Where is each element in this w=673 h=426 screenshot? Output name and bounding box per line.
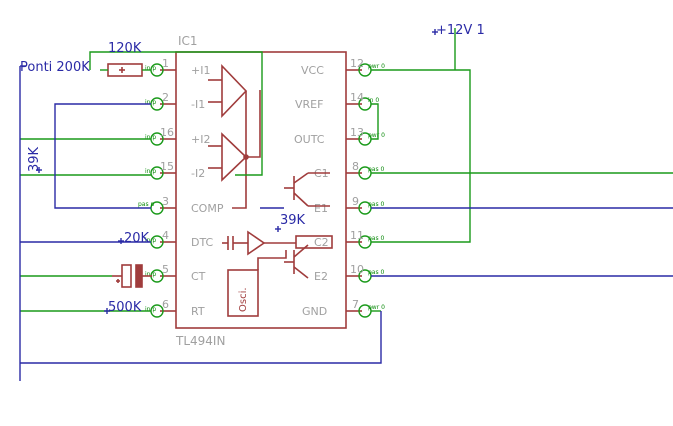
net-tag: in p	[145, 168, 156, 175]
pin-label-i1-plus: +I1	[191, 64, 210, 77]
net-tag: pas 0	[368, 235, 385, 242]
pin-num-7: 7	[352, 298, 359, 311]
chip-part: TL494IN	[175, 334, 225, 348]
pin-circles	[150, 63, 372, 318]
net-tag: pas p	[138, 201, 155, 208]
pin-num-16: 16	[160, 126, 174, 139]
net-tag: in p	[145, 134, 156, 141]
label-39k-left: 39K	[27, 146, 42, 172]
pin-label-c2: C2	[314, 236, 329, 249]
net-tag: in p	[145, 99, 156, 106]
resistor-120k-symbol	[107, 63, 143, 77]
pin-num-5: 5	[162, 263, 169, 276]
label-ponti: Ponti 200K	[20, 60, 90, 75]
net-tag: in p	[145, 306, 156, 313]
pin-num-11: 11	[350, 229, 364, 242]
pin-num-15: 15	[160, 160, 174, 173]
net-tag: pas 0	[368, 201, 385, 208]
pin-num-4: 4	[162, 229, 169, 242]
pin-label-vcc: VCC	[301, 64, 324, 77]
pin-label-e1: E1	[314, 202, 328, 215]
blue-wires	[19, 29, 673, 381]
net-tag: pas 0	[368, 269, 385, 276]
label-500k: 500K	[108, 300, 142, 315]
label-39k-mid: 39K	[280, 213, 306, 228]
ic1-body	[175, 51, 347, 329]
net-tag: pwr 0	[368, 304, 385, 311]
pin-label-rt: RT	[191, 305, 205, 318]
net-tag: in 0	[368, 97, 379, 104]
pin-num-12: 12	[350, 57, 364, 70]
osc-link	[257, 250, 287, 270]
pin-num-9: 9	[352, 195, 359, 208]
oscillator-block	[227, 269, 259, 317]
pin-num-10: 10	[350, 263, 364, 276]
pin-num-1: 1	[162, 57, 169, 70]
transistor-q2	[284, 244, 309, 279]
pin-label-outc: OUTC	[294, 133, 325, 146]
net-tag: pas 0	[368, 166, 385, 173]
label-12v: +12V 1	[436, 23, 485, 38]
net-tag: in p	[145, 271, 156, 278]
label-20k: 20K	[124, 231, 150, 246]
pin-num-2: 2	[162, 91, 169, 104]
pin-num-13: 13	[350, 126, 364, 139]
transistor-q1	[284, 172, 330, 207]
chip-name: IC1	[178, 34, 198, 48]
pin-label-dtc: DTC	[191, 236, 214, 249]
pin-label-gnd: GND	[302, 305, 327, 318]
net-tag: pwr 0	[368, 63, 385, 70]
pin-num-14: 14	[350, 91, 364, 104]
net-tag: pwr 0	[368, 132, 385, 139]
pin-num-6: 6	[162, 298, 169, 311]
net-tag: in p	[145, 65, 156, 72]
pin-label-i2-plus: +I2	[191, 133, 210, 146]
pin-label-i1-minus: -I1	[191, 98, 205, 111]
oscillator-label: Osci.	[238, 287, 249, 312]
pin-label-ct: CT	[191, 270, 206, 283]
green-wires	[20, 28, 673, 312]
dtc-comparator	[222, 230, 296, 256]
resistor-c2-symbol	[295, 235, 333, 249]
pin-label-vref: VREF	[295, 98, 323, 111]
pin-label-comp: COMP	[191, 202, 224, 215]
pin-num-3: 3	[162, 195, 169, 208]
error-amplifiers	[208, 64, 261, 209]
label-120k: 120K	[108, 41, 142, 56]
pin-label-e2: E2	[314, 270, 328, 283]
net-tag: in p	[145, 237, 156, 244]
pin-num-8: 8	[352, 160, 359, 173]
timing-capacitor	[112, 264, 152, 288]
pin-label-i2-minus: -I2	[191, 167, 205, 180]
